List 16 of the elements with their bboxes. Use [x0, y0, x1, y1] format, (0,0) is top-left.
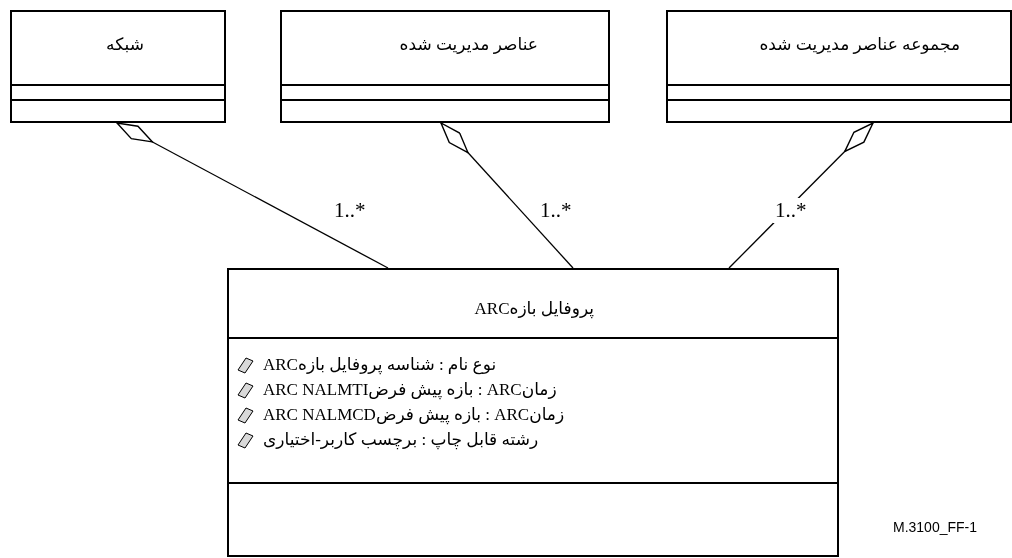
attribute-text: رشته قابل چاپ : برچسب کاربر-اختیاری	[263, 429, 539, 450]
class-name: عناصر مدیریت شده	[399, 34, 538, 55]
figure-id: M.3100_FF-1	[893, 519, 978, 535]
class-box	[227, 268, 839, 557]
attribute-text: نوع نام : شناسه پروفایل بازهARC	[263, 354, 497, 375]
class-name: پروفایل بازهARC	[474, 298, 594, 319]
attribute-text: زمانARC : بازه پیش فرضARC NALMCD	[263, 404, 565, 425]
aggregation-line	[440, 122, 574, 269]
class-box	[666, 10, 1012, 123]
class-name: شبکه	[106, 34, 144, 55]
attribute-text: زمانARC : بازه پیش فرضARC NALMTI	[263, 379, 557, 400]
class-box	[280, 10, 610, 123]
multiplicity-label: 1..*	[773, 198, 809, 223]
aggregation-line	[116, 122, 389, 269]
class-name: مجموعه عناصر مدیریت شده	[759, 34, 960, 55]
class-box	[10, 10, 226, 123]
